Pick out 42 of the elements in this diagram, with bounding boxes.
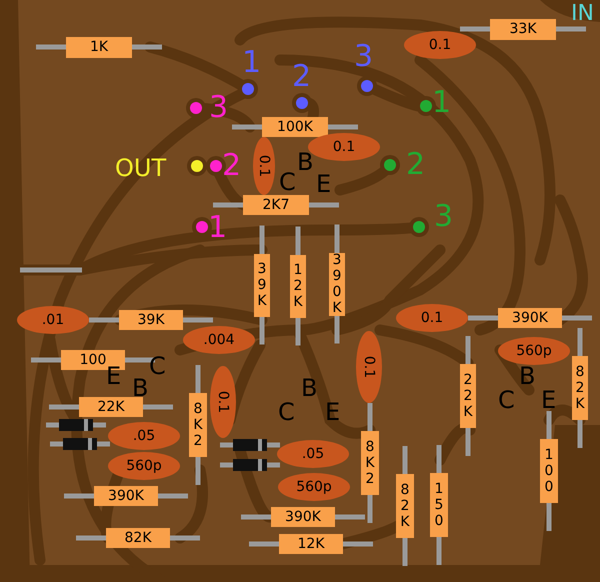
pin-label: 1 — [432, 88, 452, 118]
pin-label: 1 — [208, 213, 228, 243]
pin-label: C — [278, 400, 295, 424]
resistor: 22K — [460, 364, 476, 428]
pin-label: C — [498, 388, 515, 412]
pin-label: IN — [571, 3, 594, 25]
resistor: 390K — [94, 486, 158, 506]
pin-label: 3 — [434, 202, 454, 232]
resistor: 100K — [262, 117, 328, 137]
pin-label: 2 — [292, 62, 312, 92]
pin-label: 1 — [242, 48, 262, 78]
pin-label: E — [316, 172, 332, 196]
resistor: 82K — [572, 356, 588, 420]
resistor: 2K7 — [243, 195, 309, 215]
resistor: 390K — [329, 252, 345, 316]
pin-label: C — [149, 354, 166, 378]
resistor: 33K — [490, 18, 556, 40]
resistor: 390K — [498, 308, 562, 328]
resistor: 12K — [279, 534, 343, 554]
pin-label: C — [279, 170, 296, 194]
resistor: 22K — [79, 397, 143, 417]
pin-label: B — [301, 376, 318, 400]
resistor: 1K — [66, 36, 132, 58]
pin-label: 3 — [354, 42, 374, 72]
pin-label: B — [132, 376, 148, 400]
pin-label: B — [519, 364, 536, 388]
resistor: 12K — [290, 254, 306, 318]
pin-label: E — [325, 400, 340, 424]
resistor: 8K2 — [361, 431, 379, 495]
resistor: 39K — [119, 310, 183, 330]
pin-label: 2 — [222, 151, 242, 181]
resistor: 39K — [254, 254, 270, 316]
resistor: 150 — [430, 473, 448, 537]
resistor: 82K — [106, 528, 170, 548]
pin-label: 2 — [406, 150, 426, 180]
resistor: 390K — [271, 507, 335, 527]
resistor: 82K — [396, 474, 414, 538]
pin-label: OUT — [115, 156, 166, 180]
resistor: 100 — [540, 439, 558, 503]
pin-label: 3 — [209, 93, 228, 123]
pin-label: E — [541, 388, 556, 412]
resistor: 8K2 — [189, 393, 207, 457]
